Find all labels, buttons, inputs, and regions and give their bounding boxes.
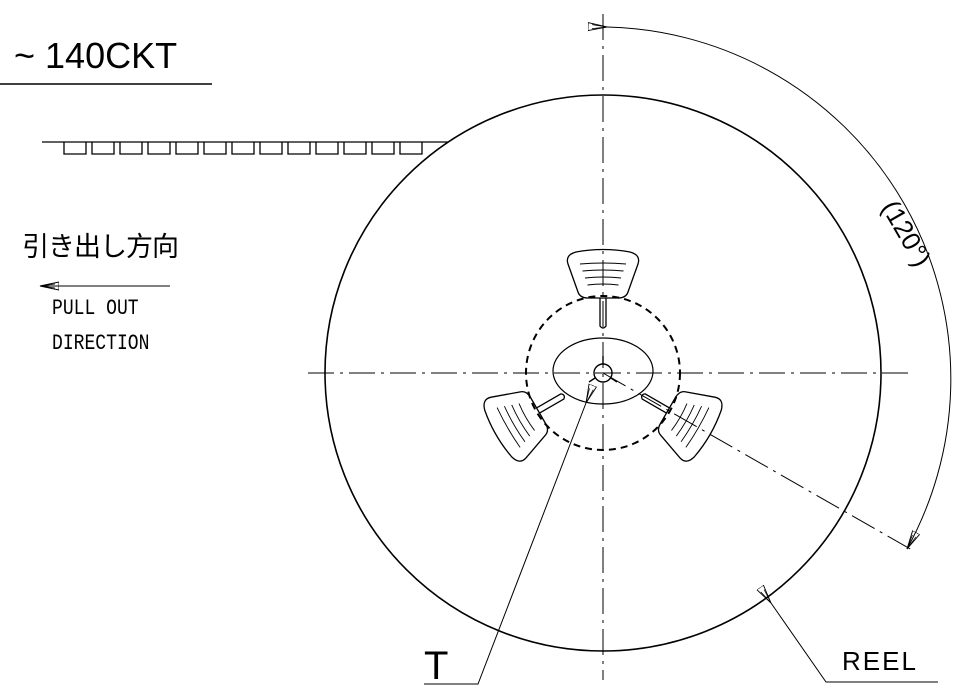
center-lines [308, 14, 912, 680]
reel-label: REEL [842, 646, 918, 676]
pull-out-direction-en-label-1: PULL OUT [52, 296, 139, 321]
pull-out-direction-jp-label: 引き出し方向 [22, 232, 179, 263]
reel-outer-circle [325, 95, 881, 651]
pull-out-direction-en-label-2: DIRECTION [52, 331, 150, 356]
reel-leader-line [771, 603, 938, 682]
carrier-tape [42, 142, 448, 154]
window-top [567, 250, 638, 329]
reel-windows [478, 250, 728, 466]
tape-leader-line [424, 403, 586, 684]
window-right [624, 365, 728, 466]
arbor-hole [589, 356, 617, 382]
tape-mark-label: T [424, 644, 449, 688]
circuit-count-label: ~ 140CKT [14, 35, 178, 76]
hub-dashed-circle [526, 296, 680, 450]
angle-dimension-arc [607, 27, 951, 549]
window-left [478, 365, 582, 466]
